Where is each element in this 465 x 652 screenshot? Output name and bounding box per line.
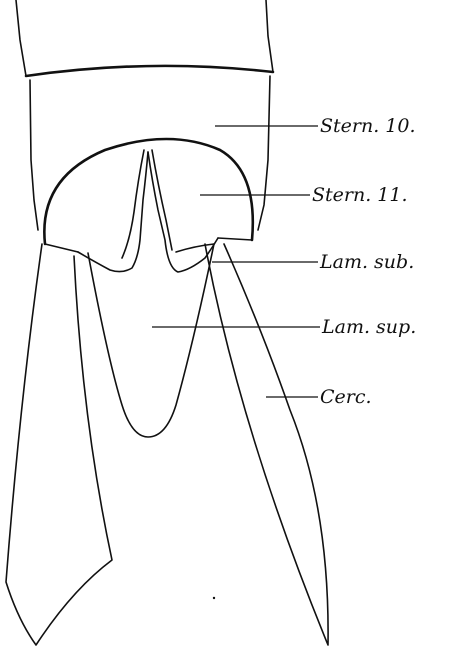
left-cercus-shape <box>6 244 112 645</box>
label-stern-10: Stern. 10. <box>320 115 416 137</box>
label-lam-sup: Lam. sup. <box>321 316 416 338</box>
sternite-10-shape <box>26 66 273 230</box>
upper-segment <box>16 0 273 76</box>
lamina-subgenitalis-shape <box>78 150 218 272</box>
label-cerc: Cerc. <box>320 386 372 408</box>
right-cercus-shape <box>205 244 328 645</box>
speck-mark <box>213 597 215 599</box>
label-lam-sub: Lam. sub. <box>319 251 414 273</box>
lamina-supraanalis-shape <box>88 244 214 437</box>
label-stern-11: Stern. 11. <box>312 184 408 206</box>
